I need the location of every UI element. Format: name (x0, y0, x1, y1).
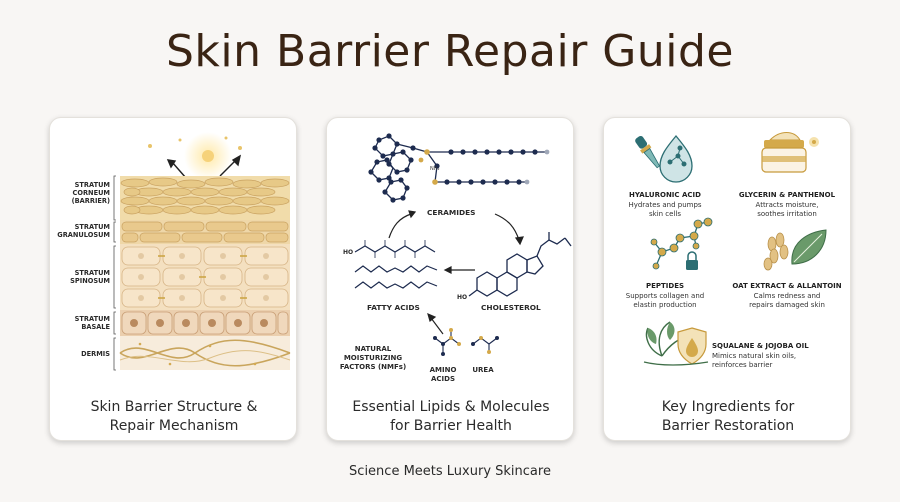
ho-label: HO (457, 294, 467, 301)
cycle-arrows (388, 210, 524, 335)
repair-arrows (166, 154, 242, 179)
svg-text:NH₂: NH₂ (430, 166, 440, 172)
lipids-molecules-panel: NH₂ CERAMIDES HO CHOLESTEROL (326, 117, 574, 441)
ingredient-title: OAT EXTRACT & ALLANTOIN (732, 282, 842, 290)
fatty-acid-molecule-icon (354, 240, 438, 289)
nmf-label-line3: FACTORS (NMFs) (340, 363, 406, 371)
stratum-granulosum-layer (120, 220, 290, 244)
ingredient-icons (635, 132, 827, 366)
ingredient-description: Attracts moisture,soothes irritation (755, 201, 819, 218)
cream-jar-icon (761, 132, 819, 173)
urea-label: UREA (472, 366, 494, 374)
svg-text:HO: HO (343, 249, 353, 256)
ingredient-title: SQUALANE & JOJOBA OIL (712, 342, 809, 350)
cholesterol-molecule-icon (468, 232, 572, 297)
nmf-label-line1: NATURAL (355, 345, 392, 353)
dermis-layer (119, 336, 291, 370)
panel-caption: Skin Barrier Structure &Repair Mechanism (90, 399, 258, 434)
oat-leaf-icon (763, 229, 827, 271)
page-title: Skin Barrier Repair Guide (166, 26, 734, 77)
layer-label-dermis: DERMIS (81, 350, 110, 358)
ingredient-description: Mimics natural skin oils,reinforces barr… (712, 352, 797, 369)
peptide-chain-icon (650, 217, 713, 270)
stratum-spinosum-layer (120, 244, 290, 310)
skin-layers-illustration (113, 132, 291, 371)
ceramide-molecule-icon: NH₂ (368, 133, 550, 203)
plant-shield-icon (643, 321, 709, 366)
nmf-label-line2: MOISTURIZING (344, 354, 403, 362)
dropper-icon (635, 134, 693, 183)
cholesterol-label: CHOLESTEROL (481, 303, 541, 312)
ingredient-title: HYALURONIC ACID (629, 191, 701, 199)
molecules-illustration: NH₂ CERAMIDES HO CHOLESTEROL (340, 133, 572, 383)
layer-brackets (113, 175, 116, 371)
ceramides-label: CERAMIDES (427, 208, 476, 217)
fatty-acids-label: FATTY ACIDS (367, 303, 420, 312)
amino-label-line2: ACIDS (431, 375, 455, 383)
tagline: Science Meets Luxury Skincare (349, 464, 551, 479)
urea-molecule-icon (471, 336, 499, 354)
amino-label-line1: AMINO (430, 366, 457, 374)
stratum-corneum-layer (120, 176, 290, 220)
amino-acid-molecule-icon (433, 328, 461, 356)
ingredient-title: GLYCERIN & PANTHENOL (738, 191, 836, 199)
stratum-basale-layer (120, 310, 290, 336)
ingredient-title: PEPTIDES (645, 282, 685, 290)
